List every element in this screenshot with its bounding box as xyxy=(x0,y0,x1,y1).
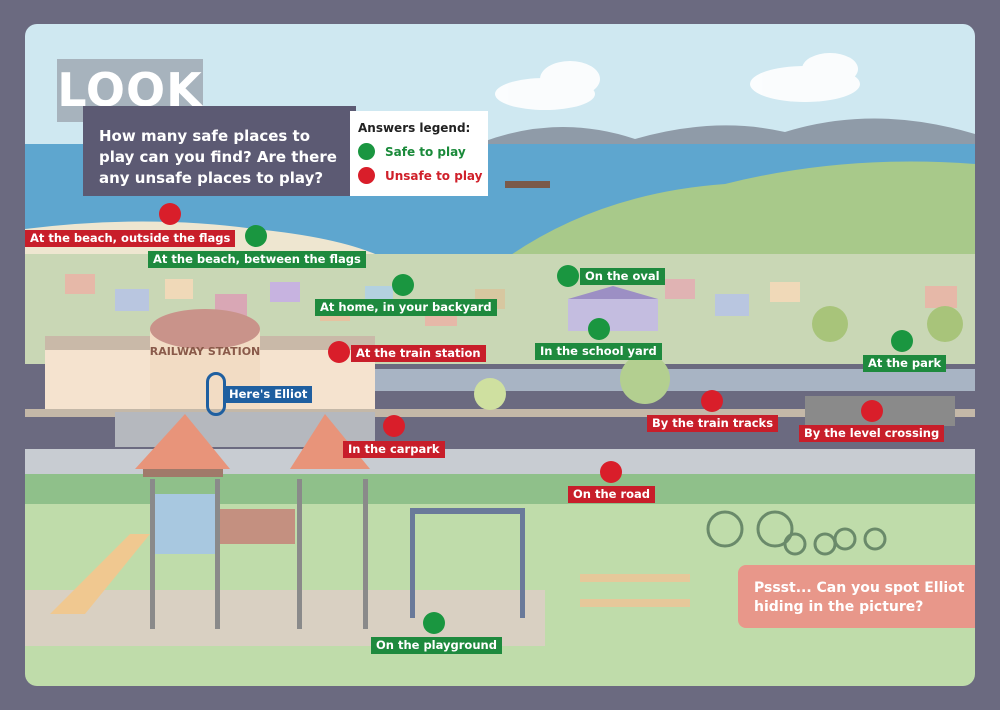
unsafe-dot-icon xyxy=(861,400,883,422)
marker-school-yard: In the school yard xyxy=(535,343,662,360)
marker-oval: On the oval xyxy=(580,268,665,285)
clouds xyxy=(495,53,860,110)
unsafe-dot-icon xyxy=(701,390,723,412)
unsafe-dot-icon xyxy=(328,341,350,363)
legend-unsafe-label: Unsafe to play xyxy=(385,168,483,183)
unsafe-dot-icon xyxy=(383,415,405,437)
safe-dot-icon xyxy=(245,225,267,247)
safe-dot-icon xyxy=(358,143,375,160)
elliot-hint-box: Pssst... Can you spot Elliot hiding in t… xyxy=(738,565,975,628)
marker-carpark: In the carpark xyxy=(343,441,445,458)
marker-train-tracks: By the train tracks xyxy=(647,415,779,432)
marker-park: At the park xyxy=(863,355,947,372)
illustration-scene: RAILWAY STATION xyxy=(25,24,975,686)
marker-level-crossing: By the level crossing xyxy=(799,425,945,442)
marker-playground: On the playground xyxy=(371,637,502,654)
marker-train-station: At the train station xyxy=(351,345,486,362)
answers-legend: Answers legend: Safe to play Unsafe to p… xyxy=(350,111,488,196)
unsafe-dot-icon xyxy=(600,461,622,483)
marker-road: On the road xyxy=(568,486,656,503)
unsafe-dot-icon xyxy=(358,167,375,184)
marker-backyard: At home, in your backyard xyxy=(315,299,497,316)
question-text: How many safe places to play can you fin… xyxy=(83,106,356,196)
town-illustration: RAILWAY STATION xyxy=(25,24,975,686)
railway-station-sign: RAILWAY STATION xyxy=(150,345,261,358)
legend-safe-label: Safe to play xyxy=(385,144,466,159)
unsafe-dot-icon xyxy=(159,203,181,225)
safe-dot-icon xyxy=(557,265,579,287)
legend-heading: Answers legend: xyxy=(358,121,471,135)
legend-unsafe-row: Unsafe to play xyxy=(358,167,488,184)
marker-beach-outside-flags: At the beach, outside the flags xyxy=(25,230,236,247)
legend-safe-row: Safe to play xyxy=(358,143,488,160)
safe-dot-icon xyxy=(588,318,610,340)
marker-elliot: Here's Elliot xyxy=(224,386,313,403)
elliot-highlight-ring xyxy=(206,372,226,416)
safe-dot-icon xyxy=(891,330,913,352)
bicycles xyxy=(706,510,887,556)
safe-dot-icon xyxy=(423,612,445,634)
safe-dot-icon xyxy=(392,274,414,296)
marker-beach-between-flags: At the beach, between the flags xyxy=(148,251,366,268)
trees xyxy=(474,306,963,410)
